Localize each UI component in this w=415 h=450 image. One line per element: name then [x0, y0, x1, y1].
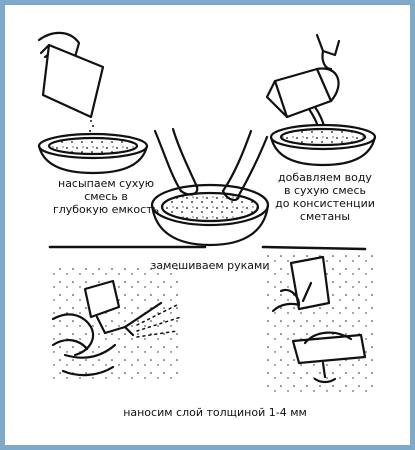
step1-caption-line: глубокую емкость [52, 203, 160, 216]
step2-caption-line: в сухую смесь [284, 184, 366, 197]
step4-trowel-illustration [265, 253, 375, 393]
step2-water-illustration [265, 33, 377, 167]
step4-spray-illustration [51, 265, 183, 385]
drawing [37, 31, 377, 393]
step1-pour-illustration [37, 31, 149, 175]
step2-caption: добавляем воду в сухую смесь до консисте… [263, 171, 387, 223]
step2-caption-line: сметаны [299, 210, 351, 223]
step3-mixing-illustration [150, 127, 270, 247]
step2-caption-line: до консистенции [275, 197, 375, 210]
step1-caption: насыпаем сухую смесь в глубокую емкость [45, 177, 167, 216]
step3-caption-line: замешиваем руками [150, 259, 270, 272]
step4-caption: наносим слой толщиной 1-4 мм [100, 406, 330, 419]
step2-caption-line: добавляем воду [278, 171, 372, 184]
step4-caption-line: наносим слой толщиной 1-4 мм [123, 406, 307, 419]
step3-caption: замешиваем руками [135, 259, 285, 272]
step1-caption-line: смесь в [84, 190, 128, 203]
step1-caption-line: насыпаем сухую [58, 177, 154, 190]
